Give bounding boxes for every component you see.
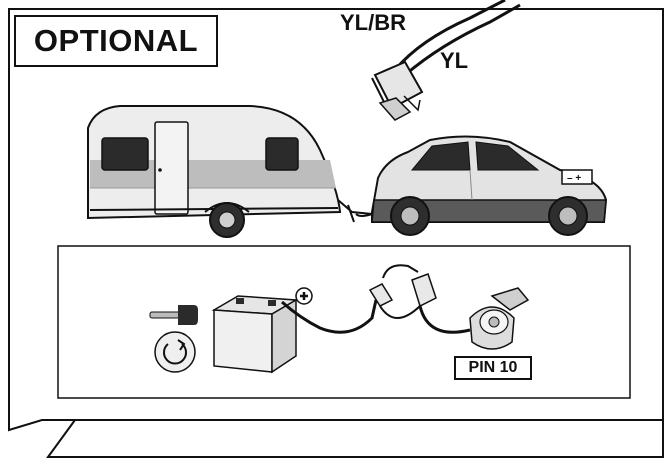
- pin-label: PIN 10: [454, 356, 532, 380]
- wiring-panel-frame: [58, 246, 630, 398]
- page-title: OPTIONAL: [14, 15, 218, 67]
- caravan-icon: [88, 106, 372, 237]
- ignition-rotate-icon: [155, 332, 195, 372]
- car-battery-minus-plus-icon: – +: [562, 170, 592, 184]
- battery-icon: [214, 296, 296, 372]
- wire-label-ylbr: YL/BR: [340, 10, 406, 36]
- car-icon: [356, 136, 606, 235]
- positive-terminal-icon: [296, 288, 312, 304]
- svg-text:– +: – +: [567, 173, 581, 184]
- wire-label-yl: YL: [440, 48, 468, 74]
- frame-bottom-fold: [9, 420, 664, 457]
